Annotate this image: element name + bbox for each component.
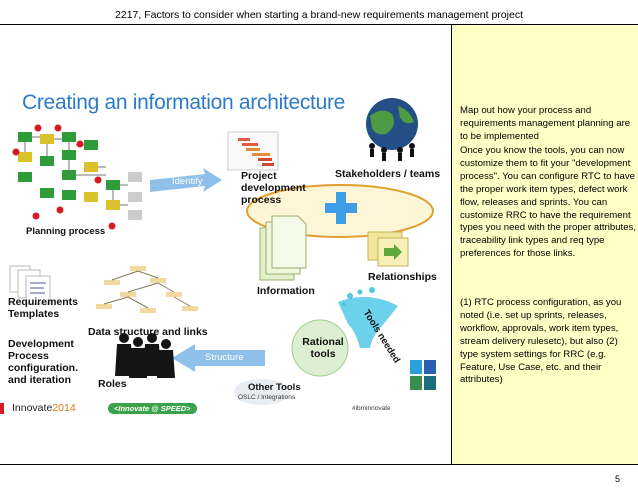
other-tools-label: Other Tools [248, 382, 301, 393]
structure-label: Structure [205, 352, 244, 363]
data-structure-diagram [96, 266, 198, 313]
other-tools-cloud [234, 379, 290, 405]
gantt-chart [227, 131, 279, 171]
planning-process-flowchart [12, 124, 142, 230]
slide-image: Creating an information architecture Ide… [0, 80, 445, 418]
data-structure-label: Data structure and links [88, 326, 208, 338]
slide-graphics [9, 98, 436, 405]
red-accent-bar [0, 403, 4, 414]
stakeholders-label: Stakeholders / teams [335, 168, 441, 180]
footer-rule [0, 464, 638, 465]
stakeholders-globe-icon [366, 98, 418, 161]
plus-icon [325, 192, 357, 224]
rational-tools-label: Rational tools [302, 336, 344, 360]
development-process-label: Development Process configuration. and i… [8, 338, 78, 386]
project-process-label: Project development process [241, 170, 306, 206]
conference-logo: Innovate2014 [12, 402, 76, 414]
conference-year: 2014 [52, 402, 76, 414]
identify-label: Identify [172, 176, 203, 187]
roles-label: Roles [98, 378, 127, 390]
process-flow-arrow [150, 168, 222, 192]
hashtag-label: #ibminnovate [352, 405, 391, 412]
speed-badge: <Innovate @ SPEED> [108, 403, 197, 414]
requirements-templates-label: Requirements Templates [8, 296, 79, 320]
oslc-label: OSLC / Integrations [238, 394, 296, 401]
information-label: Information [257, 285, 315, 297]
ibm-logo [410, 360, 436, 390]
page-number: 5 [614, 474, 620, 484]
slide-title: Creating an information architecture [22, 91, 346, 114]
relationships-label: Relationships [368, 271, 437, 283]
header-rule [0, 24, 638, 25]
conference-name: Innovate [12, 402, 53, 414]
notes-paragraph-1: Map out how your process and requirement… [460, 105, 631, 142]
tools-funnel [338, 287, 398, 348]
requirements-templates-thumbnails [9, 265, 51, 305]
header-title: 2217, Factors to consider when starting … [115, 9, 523, 21]
roles-people-icon [115, 333, 175, 378]
documents-icon [259, 215, 307, 281]
relationships-folder-icon [367, 231, 409, 267]
rational-tools-sphere [291, 319, 349, 377]
notes-panel: Map out how your process and requirement… [451, 25, 638, 464]
planning-process-label: Planning process [26, 226, 106, 237]
notes-paragraph-2: Once you know the tools, you can now cus… [460, 145, 636, 260]
notes-paragraph-3: (1) RTC process configuration, as you no… [460, 297, 622, 386]
structure-arrow [172, 344, 265, 372]
